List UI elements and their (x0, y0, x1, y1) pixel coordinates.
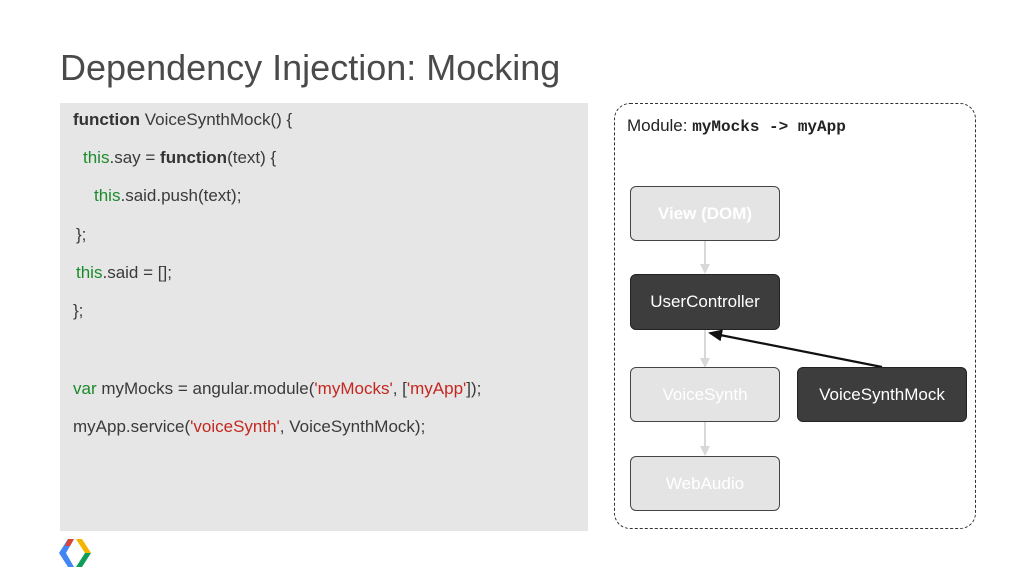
node-user-controller: UserController (630, 274, 780, 330)
code-line-2: this.say = function(text) { (83, 147, 276, 169)
code-line-8: myApp.service('voiceSynth', VoiceSynthMo… (73, 416, 425, 438)
arrow-mock-to-controller (708, 329, 883, 369)
code-line-6: }; (73, 301, 84, 320)
code-string: 'voiceSynth' (190, 417, 280, 436)
code-text: , [ (392, 379, 407, 398)
module-boundary (614, 103, 976, 529)
code-line-3: this.said.push(text); (94, 185, 241, 207)
code-keyword: function (160, 148, 228, 167)
node-voice-synth-mock: VoiceSynthMock (797, 367, 967, 422)
code-panel (60, 103, 588, 531)
code-text: .said.push(text); (120, 186, 242, 205)
code-line-5: this.said = []; (76, 262, 172, 284)
code-this-keyword: this (76, 263, 103, 282)
module-name: myMocks -> myApp (692, 118, 846, 136)
module-label: Module: myMocks -> myApp (627, 116, 846, 136)
code-text: VoiceSynthMock() { (140, 110, 293, 129)
code-this-keyword: this (94, 186, 121, 205)
code-text: myMocks = angular.module( (96, 379, 315, 398)
node-view-dom: View (DOM) (630, 186, 780, 241)
code-line-4: }; (76, 225, 87, 244)
code-text: .say = (109, 148, 161, 167)
slide-title: Dependency Injection: Mocking (60, 47, 561, 88)
code-text: .said = []; (102, 263, 172, 282)
code-text: , VoiceSynthMock); (279, 417, 426, 436)
chrome-developers-logo-icon (59, 539, 91, 567)
module-prefix: Module: (627, 116, 693, 135)
code-text: myApp.service( (73, 417, 191, 436)
node-voice-synth: VoiceSynth (630, 367, 780, 422)
code-string: 'myApp' (406, 379, 467, 398)
code-text: ]); (466, 379, 482, 398)
node-web-audio: WebAudio (630, 456, 780, 511)
code-line-7: var myMocks = angular.module('myMocks', … (73, 378, 481, 400)
code-text: (text) { (227, 148, 277, 167)
code-var-keyword: var (73, 379, 97, 398)
code-line-1: function VoiceSynthMock() { (73, 109, 292, 131)
code-keyword: function (73, 110, 141, 129)
code-this-keyword: this (83, 148, 110, 167)
code-string: 'myMocks' (314, 379, 393, 398)
